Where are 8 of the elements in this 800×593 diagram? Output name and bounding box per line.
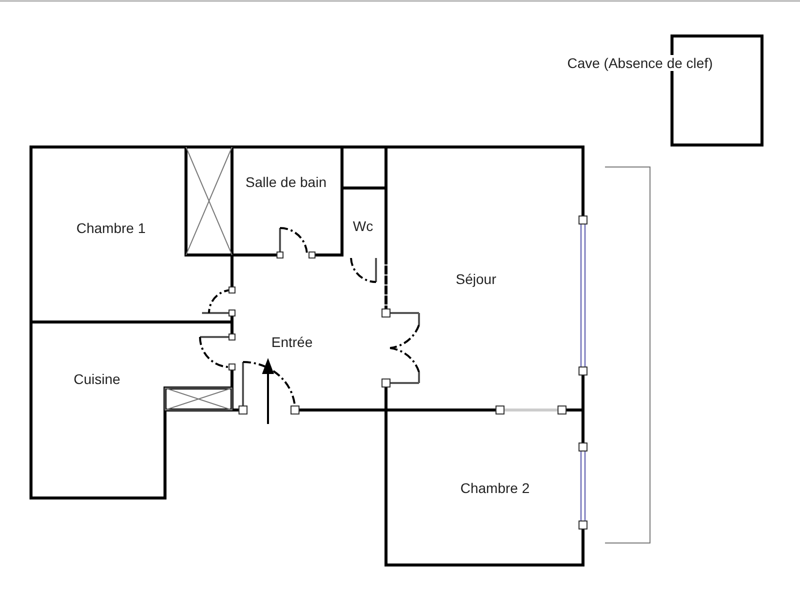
room-label: Chambre 2 [459, 480, 531, 496]
room-label: Wc [352, 218, 374, 234]
room-label: Cuisine [72, 371, 122, 387]
room-label: Chambre 1 [75, 220, 147, 236]
room-label: Cave (Absence de clef) [566, 55, 714, 71]
room-label: Salle de bain [244, 174, 328, 190]
room-label: Séjour [454, 271, 498, 287]
room-label: Entrée [270, 334, 314, 350]
